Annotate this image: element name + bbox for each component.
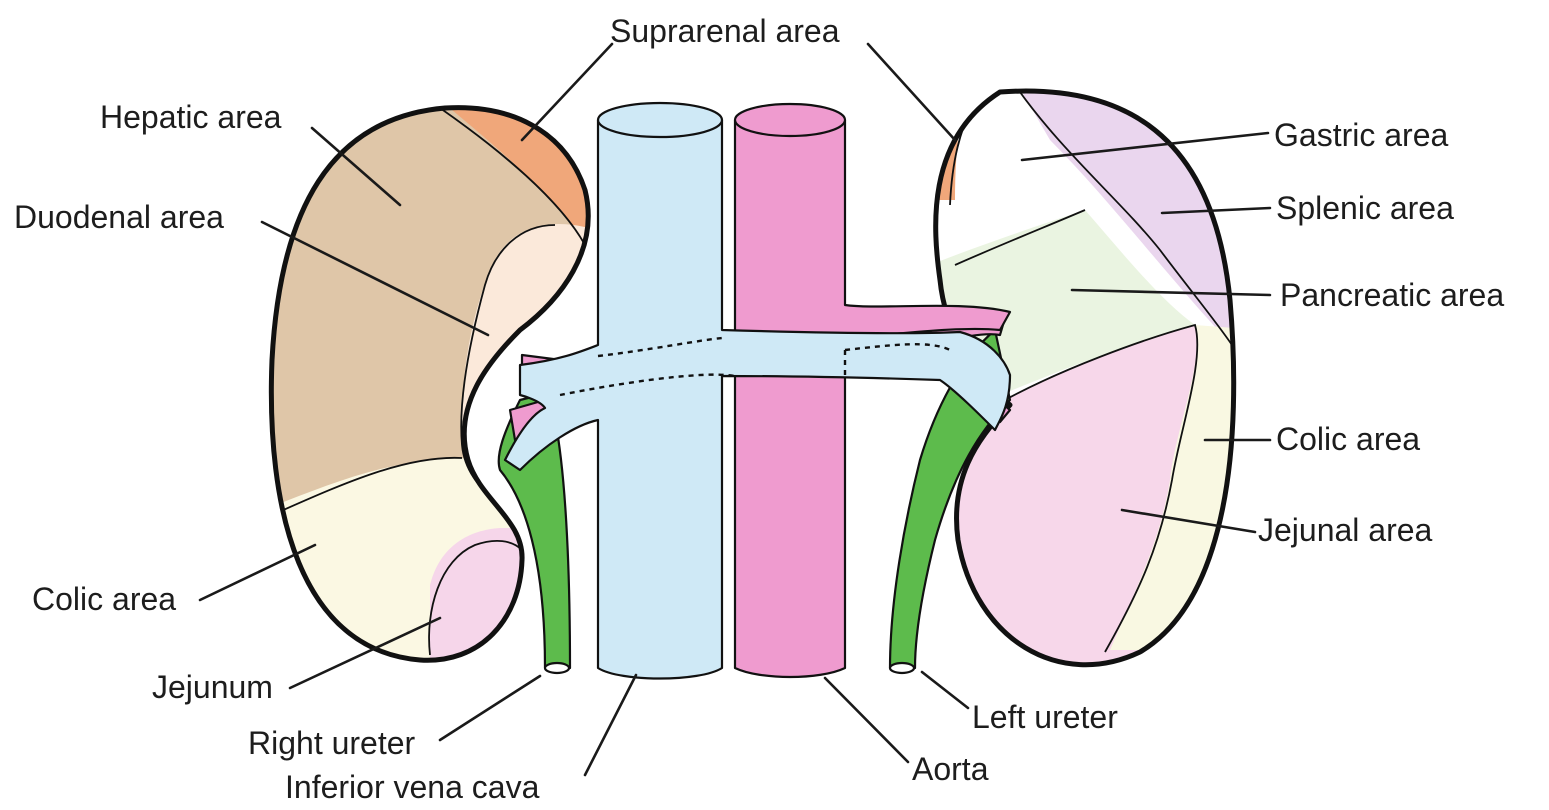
label-gastric-area: Gastric area — [1274, 117, 1448, 153]
label-suprarenal-area: Suprarenal area — [610, 13, 840, 49]
label-right-ureter: Right ureter — [248, 725, 416, 761]
label-splenic-area: Splenic area — [1276, 190, 1454, 226]
label-inferior-vena-cava: Inferior vena cava — [285, 769, 540, 805]
label-hepatic-area: Hepatic area — [100, 99, 282, 135]
label-jejunum: Jejunum — [152, 669, 273, 705]
label-colic-area-left: Colic area — [1276, 421, 1420, 457]
label-aorta: Aorta — [912, 751, 989, 787]
label-colic-area-right: Colic area — [32, 581, 176, 617]
label-left-ureter: Left ureter — [972, 699, 1118, 735]
label-jejunal-area: Jejunal area — [1258, 512, 1433, 548]
label-pancreatic-area: Pancreatic area — [1280, 277, 1504, 313]
label-duodenal-area: Duodenal area — [14, 199, 224, 235]
